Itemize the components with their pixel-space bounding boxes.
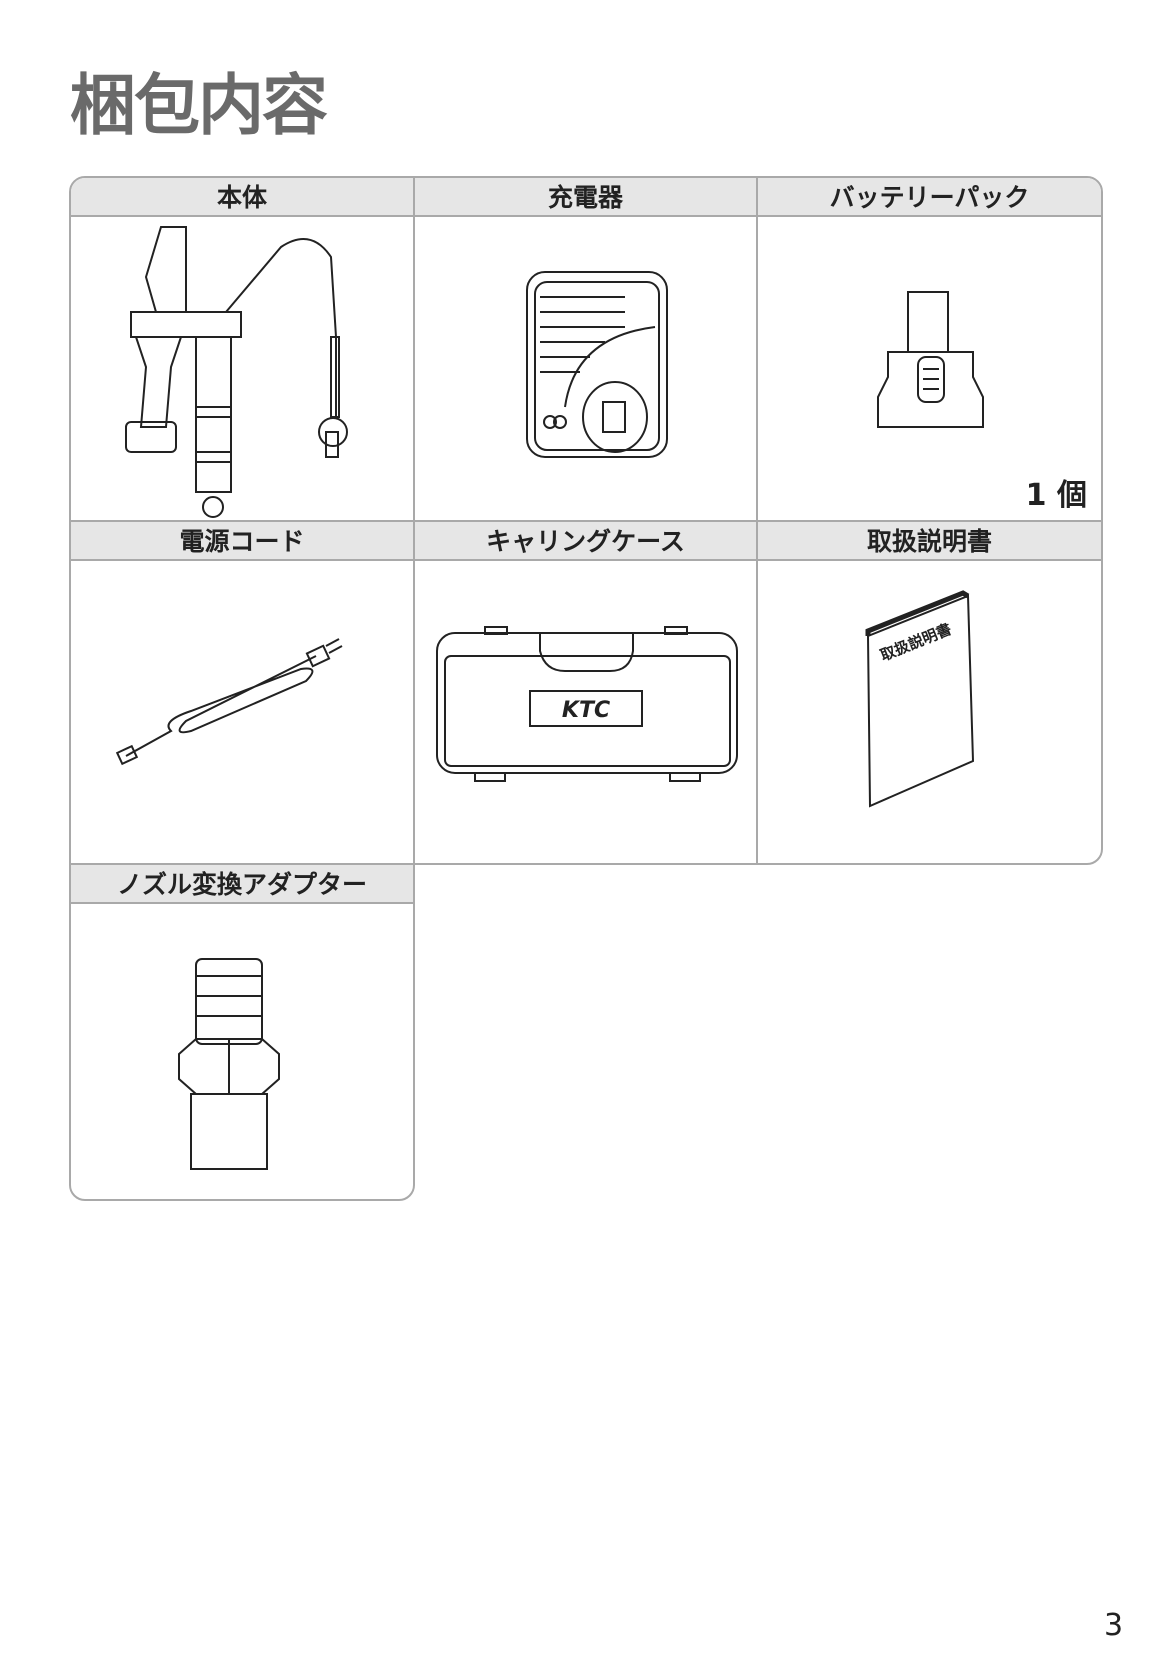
item-nozzle-adapter: ノズル変換アダプター (69, 863, 415, 1201)
item-label: キャリングケース (415, 522, 756, 561)
case-logo: KTC (562, 698, 610, 723)
item-carrying-case: キャリングケース KTC (413, 520, 758, 865)
item-battery-pack: バッテリーパック 1 個 (756, 176, 1103, 522)
battery-pack-illustration (877, 291, 984, 428)
item-label: 本体 (71, 178, 413, 217)
page-title: 梱包内容 (70, 67, 328, 144)
item-label: 取扱説明書 (758, 522, 1101, 561)
grease-gun-illustration (125, 226, 348, 518)
item-main-unit: 本体 (69, 176, 415, 522)
nozzle-adapter-illustration (178, 958, 280, 1170)
page-number: 3 (1104, 1608, 1124, 1643)
item-label: 充電器 (415, 178, 756, 217)
charger-illustration (526, 271, 668, 458)
item-power-cord: 電源コード (69, 520, 415, 865)
item-instruction-manual: 取扱説明書 取扱説明書 (756, 520, 1103, 865)
item-label: バッテリーパック (758, 178, 1101, 217)
carrying-case-illustration: KTC (436, 626, 738, 782)
item-charger: 充電器 (413, 176, 758, 522)
item-label: 電源コード (71, 522, 413, 561)
item-label: ノズル変換アダプター (71, 865, 413, 904)
manual-illustration: 取扱説明書 (865, 590, 975, 808)
quantity-label: 1 個 (1025, 478, 1087, 513)
power-cord-illustration (115, 638, 343, 766)
